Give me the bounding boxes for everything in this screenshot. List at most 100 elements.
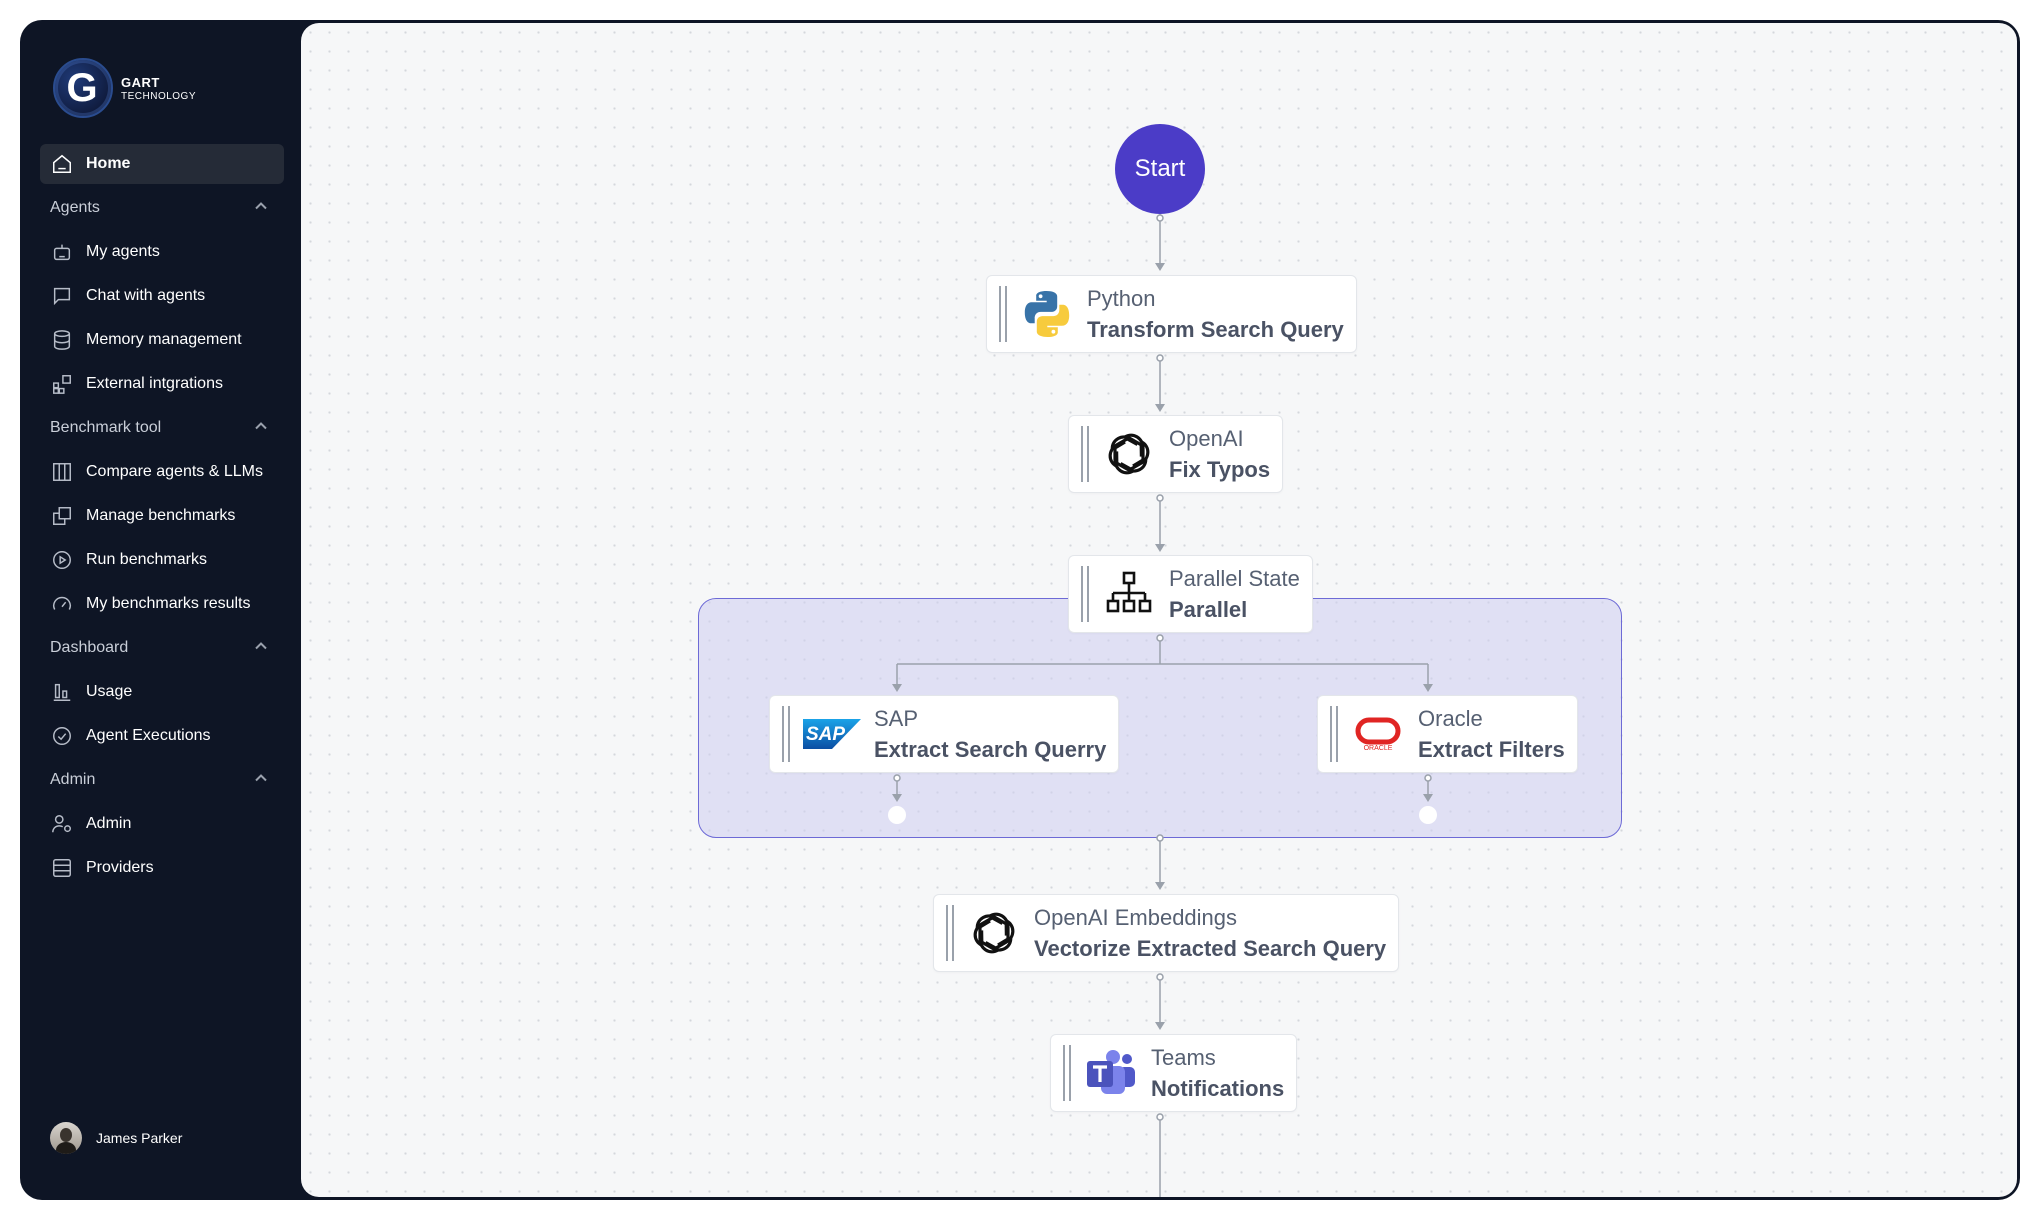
sidebar-item-label: Manage benchmarks <box>86 507 236 524</box>
hierarchy-icon <box>1101 566 1157 622</box>
sidebar-item-manage-benchmarks[interactable]: Manage benchmarks <box>40 496 284 536</box>
sidebar-item-memory[interactable]: Memory management <box>40 320 284 360</box>
sidebar-item-label: Compare agents & LLMs <box>86 463 263 480</box>
sidebar-item-label: Run benchmarks <box>86 551 207 568</box>
section-benchmark-tool[interactable]: Benchmark tool <box>40 408 284 448</box>
sidebar: G GART TECHNOLOGY Home Agents My agents <box>20 20 300 1200</box>
sidebar-item-label: Usage <box>86 683 133 700</box>
list-icon <box>50 856 74 880</box>
section-label: Admin <box>50 771 96 788</box>
check-circle-icon <box>50 724 74 748</box>
sidebar-item-label: Home <box>86 155 131 172</box>
node-type: Parallel State <box>1169 566 1300 591</box>
openai-logo-icon <box>966 905 1022 961</box>
logo-letter: G <box>66 66 98 110</box>
node-name: Extract Search Querry <box>874 737 1107 762</box>
section-admin[interactable]: Admin <box>40 760 284 800</box>
node-type: Python <box>1087 286 1156 311</box>
bar-chart-icon <box>50 680 74 704</box>
node-type: Oracle <box>1418 706 1483 731</box>
sidebar-item-label: Providers <box>86 859 154 876</box>
node-type: OpenAI <box>1169 426 1244 451</box>
sidebar-item-usage[interactable]: Usage <box>40 672 284 712</box>
section-label: Benchmark tool <box>50 419 162 436</box>
sidebar-item-label: Memory management <box>86 331 242 348</box>
sidebar-item-label: My agents <box>86 243 160 260</box>
drag-handle-icon[interactable] <box>1330 706 1338 762</box>
start-node[interactable]: Start <box>1115 124 1205 214</box>
node-teams-notifications[interactable]: Teams Notifications <box>1050 1034 1298 1112</box>
drag-handle-icon[interactable] <box>946 905 954 961</box>
section-label: Agents <box>50 199 100 216</box>
brand-logo[interactable]: G GART TECHNOLOGY <box>53 58 196 118</box>
chevron-up-icon <box>254 419 268 438</box>
node-python-transform[interactable]: Python Transform Search Query <box>986 275 1357 353</box>
workflow-canvas[interactable]: Start Python Transform Search Query <box>301 23 2017 1197</box>
branch-end-oracle <box>1419 806 1437 824</box>
node-name: Fix Typos <box>1169 457 1271 482</box>
node-name: Extract Filters <box>1418 737 1565 762</box>
sidebar-item-my-agents[interactable]: My agents <box>40 232 284 272</box>
brand-name-line2: TECHNOLOGY <box>121 90 197 102</box>
section-label: Dashboard <box>50 639 129 656</box>
node-openai-fix-typos[interactable]: OpenAI Fix Typos <box>1068 415 1284 493</box>
user-profile[interactable]: James Parker <box>50 1122 182 1154</box>
node-oracle-extract[interactable]: ORACLE Oracle Extract Filters <box>1317 695 1578 773</box>
play-circle-icon <box>50 548 74 572</box>
node-type: SAP <box>874 706 919 731</box>
home-icon <box>50 152 74 176</box>
branch-end-sap <box>888 806 906 824</box>
chevron-up-icon <box>254 639 268 658</box>
node-type: Teams <box>1151 1045 1216 1070</box>
app-window: G GART TECHNOLOGY Home Agents My agents <box>20 20 2020 1200</box>
drag-handle-icon[interactable] <box>1063 1045 1071 1101</box>
copy-icon <box>50 504 74 528</box>
sidebar-item-agent-executions[interactable]: Agent Executions <box>40 716 284 756</box>
node-name: Parallel <box>1169 597 1248 622</box>
drag-handle-icon[interactable] <box>999 286 1007 342</box>
svg-text:ORACLE: ORACLE <box>1364 745 1393 752</box>
columns-icon <box>50 460 74 484</box>
chat-icon <box>50 284 74 308</box>
node-name: Vectorize Extracted Search Query <box>1034 936 1387 961</box>
node-parallel-state[interactable]: Parallel State Parallel <box>1068 555 1313 633</box>
sidebar-item-run-benchmarks[interactable]: Run benchmarks <box>40 540 284 580</box>
drag-handle-icon[interactable] <box>1081 566 1089 622</box>
teams-logo-icon <box>1083 1045 1139 1101</box>
sidebar-item-admin[interactable]: Admin <box>40 804 284 844</box>
sidebar-item-external[interactable]: External intgrations <box>40 364 284 404</box>
sidebar-item-chat[interactable]: Chat with agents <box>40 276 284 316</box>
avatar <box>50 1122 82 1154</box>
sidebar-item-home[interactable]: Home <box>40 144 284 184</box>
sidebar-item-providers[interactable]: Providers <box>40 848 284 888</box>
sidebar-item-compare[interactable]: Compare agents & LLMs <box>40 452 284 492</box>
chevron-up-icon <box>254 771 268 790</box>
sidebar-nav: Home Agents My agents Chat with agents M… <box>40 144 284 892</box>
node-name: Transform Search Query <box>1087 317 1344 342</box>
openai-logo-icon <box>1101 426 1157 482</box>
node-type: OpenAI Embeddings <box>1034 905 1238 930</box>
sidebar-item-label: Agent Executions <box>86 727 211 744</box>
brand-name-line1: GART <box>121 74 160 90</box>
integrations-icon <box>50 372 74 396</box>
node-name: Notifications <box>1151 1076 1285 1101</box>
robot-icon <box>50 240 74 264</box>
section-dashboard[interactable]: Dashboard <box>40 628 284 668</box>
sidebar-item-benchmark-results[interactable]: My benchmarks results <box>40 584 284 624</box>
workflow-connectors <box>892 214 1433 1197</box>
drag-handle-icon[interactable] <box>1081 426 1089 482</box>
database-icon <box>50 328 74 352</box>
drag-handle-icon[interactable] <box>782 706 790 762</box>
svg-text:SAP: SAP <box>806 724 845 745</box>
gauge-icon <box>50 592 74 616</box>
gart-logo-icon: G <box>53 58 113 118</box>
section-agents[interactable]: Agents <box>40 188 284 228</box>
node-sap-extract[interactable]: SAP SAP Extract Search Querry <box>769 695 1120 773</box>
user-name: James Parker <box>96 1130 183 1146</box>
node-openai-embeddings[interactable]: OpenAI Embeddings Vectorize Extracted Se… <box>933 894 1400 972</box>
user-gear-icon <box>50 812 74 836</box>
sidebar-item-label: Admin <box>86 815 132 832</box>
sidebar-item-label: My benchmarks results <box>86 595 251 612</box>
python-logo-icon <box>1019 286 1075 342</box>
brand-name: GART TECHNOLOGY <box>121 75 196 102</box>
